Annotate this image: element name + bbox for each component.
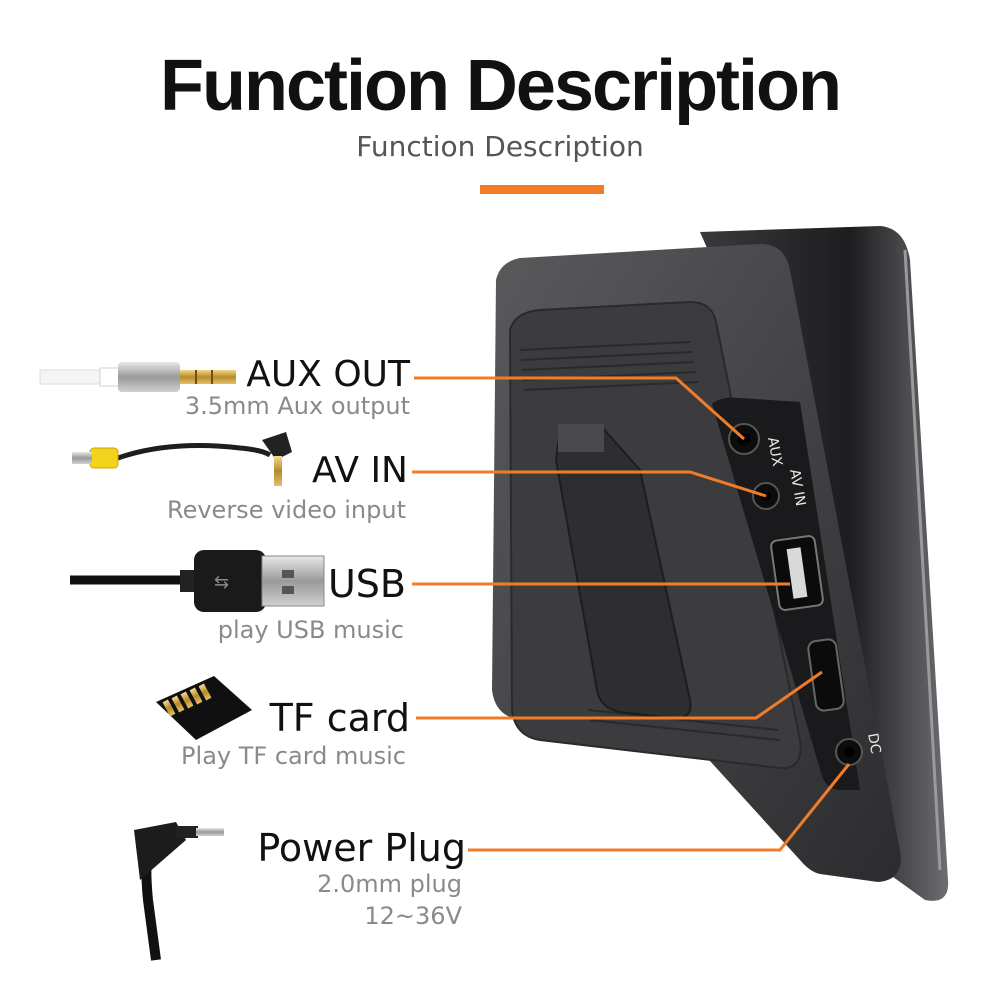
desc-av-in: Reverse video input (166, 496, 406, 524)
desc-power-voltage: 12~36V (364, 902, 462, 930)
callout-lines (412, 376, 851, 852)
callout-tf (416, 670, 823, 720)
page-subtitle: Function Description (356, 130, 644, 163)
label-av-in: AV IN (312, 450, 408, 491)
svg-text:⇆: ⇆ (214, 572, 229, 593)
callout-power (468, 763, 851, 852)
label-usb: USB (327, 562, 406, 606)
usb-cable-icon: ⇆ (70, 550, 325, 612)
page-title: Function Description (160, 46, 842, 126)
callout-aux (414, 376, 746, 441)
monitor-device: AUX AV IN DC (492, 226, 949, 901)
desc-aux-out: 3.5mm Aux output (184, 392, 410, 420)
tf-slot (807, 638, 845, 712)
rca-cable-icon (72, 432, 292, 486)
aux-cable-icon (39, 362, 236, 392)
callout-avin (412, 470, 767, 498)
device-label-avin: AV IN (786, 468, 808, 508)
power-plug-icon (134, 822, 224, 961)
device-label-dc: DC (864, 732, 883, 755)
label-aux-out: AUX OUT (246, 354, 410, 395)
desc-power-plug: 2.0mm plug (317, 870, 462, 898)
device-label-aux: AUX (764, 436, 785, 468)
tf-card-icon (156, 676, 252, 740)
label-tf-card: TF card (269, 696, 410, 740)
desc-usb: play USB music (217, 616, 404, 644)
accent-bar (480, 185, 604, 194)
desc-tf-card: Play TF card music (181, 742, 406, 770)
label-power-plug: Power Plug (257, 826, 466, 870)
